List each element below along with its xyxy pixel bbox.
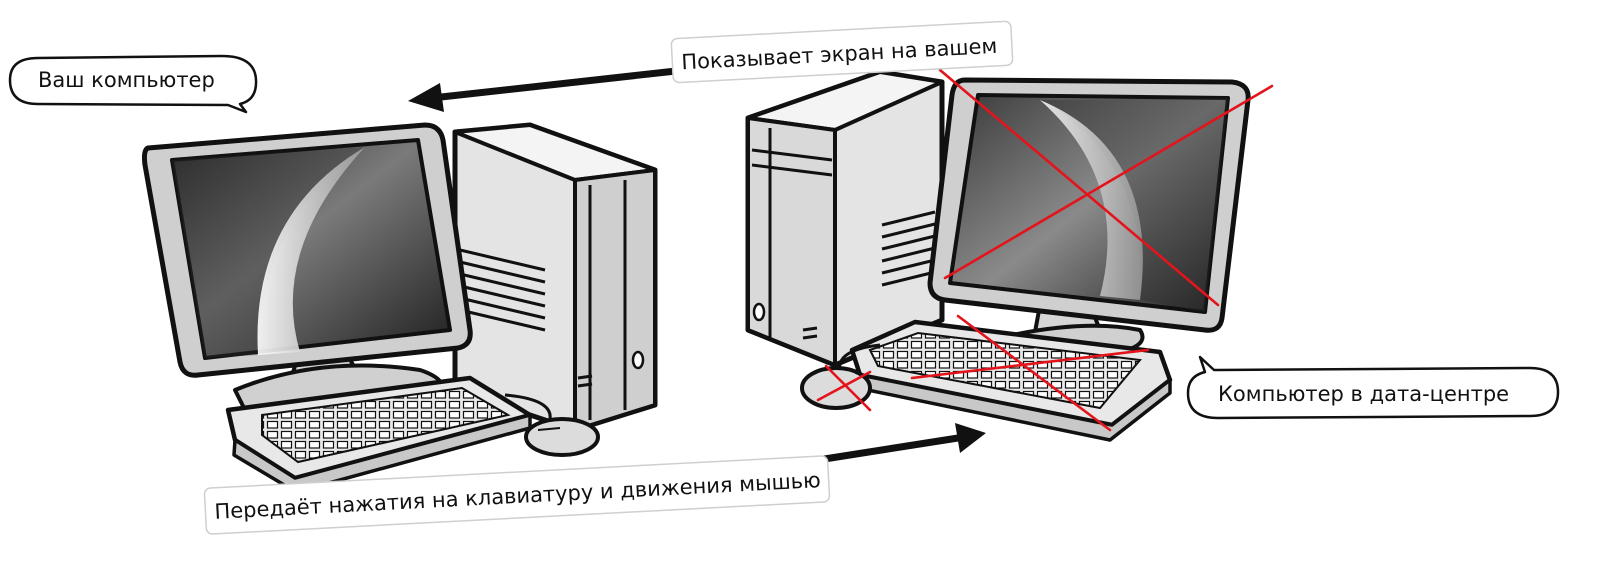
your-computer-label: Ваш компьютер [38,68,215,92]
arrow-right-icon [818,423,986,460]
left-tower [455,125,655,430]
left-monitor [144,125,470,375]
right-monitor [930,80,1248,330]
arrow-left-icon [408,71,676,112]
your-computer-illustration [144,125,655,492]
datacenter-computer-illustration [748,72,1248,440]
shows-screen-tag: Показывает экран на вашем [671,21,1013,83]
datacenter-computer-callout: Компьютер в дата-центре [1188,357,1558,418]
datacenter-computer-label: Компьютер в дата-центре [1218,382,1509,406]
your-computer-callout: Ваш компьютер [10,56,256,112]
